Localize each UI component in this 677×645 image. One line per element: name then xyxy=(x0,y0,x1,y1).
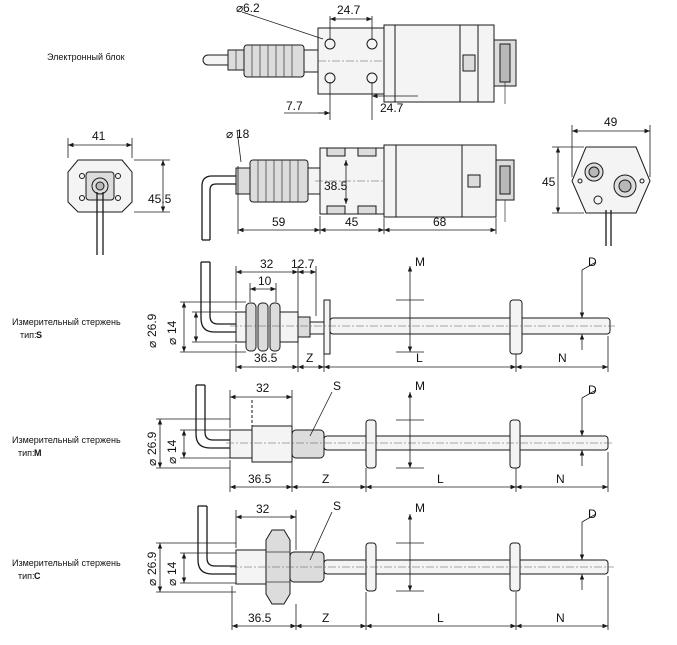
diameter-icon: ⌀ xyxy=(165,457,179,464)
rod-s-n: N xyxy=(558,351,567,365)
diameter-icon: ⌀ xyxy=(145,579,159,586)
rod-c-m: M xyxy=(415,501,425,515)
rod-m-type-prefix: тип: xyxy=(18,448,35,458)
diameter-icon: ⌀ xyxy=(145,459,159,466)
diameter-icon: ⌀ xyxy=(145,341,159,348)
electronic-block-label: Электронный блок xyxy=(47,52,125,62)
dim-side-l1: 59 xyxy=(272,215,286,229)
diameter-icon: ⌀ xyxy=(165,338,179,345)
rod-m-d-outer: 26.9 xyxy=(145,431,159,455)
rod-m-d-inner: 14 xyxy=(165,439,179,453)
rod-c-l: L xyxy=(437,611,444,625)
dim-top-w1: 24.7 xyxy=(337,3,361,17)
rod-m-n: N xyxy=(556,472,565,486)
rod-m-d: D xyxy=(588,383,597,397)
rod-s-caption: Измерительный стержень xyxy=(12,317,121,327)
rod-c-d: D xyxy=(588,507,597,521)
dim-side-l2: 45 xyxy=(345,215,359,229)
rear-view: 49 45 xyxy=(542,115,651,246)
rod-type-s: Измерительный стержень тип: S ⌀ 26.9 ⌀ 1… xyxy=(12,255,615,372)
dim-top-w2: 24.7 xyxy=(380,101,404,115)
diameter-icon: ⌀ xyxy=(236,1,243,15)
rod-s-len-36-5: 36.5 xyxy=(254,351,278,365)
rod-m-m: M xyxy=(415,379,425,393)
rod-c-type-prefix: тип: xyxy=(18,571,35,581)
rod-c-caption: Измерительный стержень xyxy=(12,558,121,568)
rod-m-len-36-5: 36.5 xyxy=(248,472,272,486)
rod-c-d-inner: 14 xyxy=(165,561,179,575)
rod-c-len-36-5: 36.5 xyxy=(248,611,272,625)
rod-c-type: C xyxy=(34,571,41,581)
dim-rear-h: 45 xyxy=(542,175,556,189)
rod-c-d-outer: 26.9 xyxy=(145,551,159,575)
dim-rear-w: 49 xyxy=(604,115,618,129)
rod-c-z: Z xyxy=(322,611,329,625)
diameter-icon: ⌀ xyxy=(165,579,179,586)
dim-top-w3: 7.7 xyxy=(286,99,303,113)
rod-c-len-32: 32 xyxy=(256,502,270,516)
rod-s-d-outer: 26.9 xyxy=(145,313,159,337)
front-view: 41 45.5 xyxy=(67,129,172,255)
rod-type-c: Измерительный стержень тип: C ⌀ 26.9 ⌀ 1… xyxy=(12,499,614,630)
rod-m-caption: Измерительный стержень xyxy=(12,435,121,445)
rod-m-s: S xyxy=(333,379,341,393)
rod-s-l: L xyxy=(416,351,423,365)
rod-s-len-10: 10 xyxy=(258,274,272,288)
rod-s-d: D xyxy=(588,255,597,269)
rod-c-s: S xyxy=(333,499,341,513)
dim-d-hole: 6.2 xyxy=(243,1,260,15)
side-view: ⌀ 18 59 45 68 38.5 xyxy=(201,127,515,241)
rod-s-type-prefix: тип: xyxy=(20,330,37,340)
dim-d-shaft: 18 xyxy=(236,127,250,141)
rod-s-len-12-7: 12.7 xyxy=(291,257,315,271)
rod-m-type: M xyxy=(34,448,42,458)
rod-s-d-inner: 14 xyxy=(165,320,179,334)
rod-s-z: Z xyxy=(306,351,313,365)
dim-side-h: 38.5 xyxy=(324,179,348,193)
rod-m-z: Z xyxy=(322,472,329,486)
rod-m-l: L xyxy=(437,472,444,486)
rod-c-n: N xyxy=(556,611,565,625)
rod-s-len-32: 32 xyxy=(260,257,274,271)
dim-front-h: 45.5 xyxy=(148,192,172,206)
dim-side-l3: 68 xyxy=(433,215,447,229)
top-view: 6.2 ⌀ 24.7 7.7 24.7 xyxy=(202,1,517,120)
rod-type-m: Измерительный стержень тип: M ⌀ 26.9 ⌀ 1… xyxy=(12,379,614,492)
rod-s-type: S xyxy=(36,330,42,340)
dim-front-w: 41 xyxy=(92,129,106,143)
diameter-icon: ⌀ xyxy=(226,127,233,141)
rod-m-len-32: 32 xyxy=(256,381,270,395)
rod-s-m: M xyxy=(415,255,425,269)
